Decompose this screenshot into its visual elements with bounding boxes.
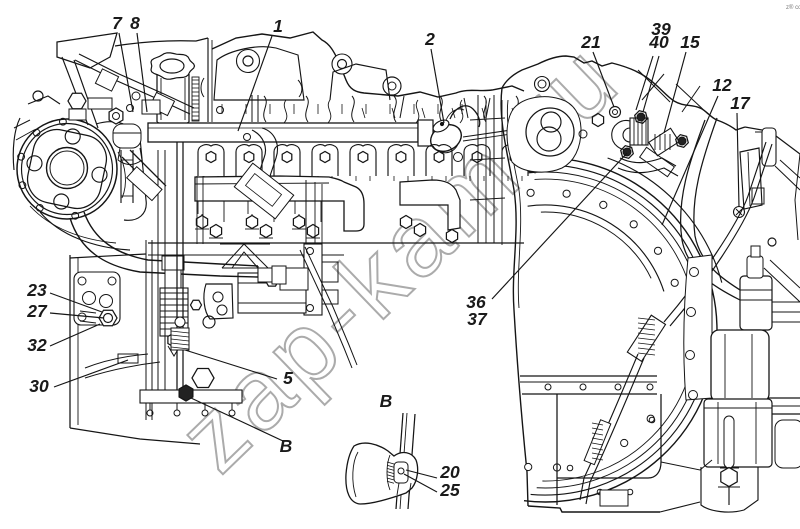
svg-text:12: 12 xyxy=(712,75,732,95)
svg-text:25: 25 xyxy=(439,480,460,500)
svg-text:20: 20 xyxy=(439,462,460,482)
svg-text:32: 32 xyxy=(27,335,47,355)
svg-text:B: B xyxy=(380,391,393,411)
svg-text:27: 27 xyxy=(26,301,48,321)
svg-text:B: B xyxy=(280,436,293,456)
svg-text:40: 40 xyxy=(648,32,669,52)
svg-text:23: 23 xyxy=(26,280,47,300)
svg-text:1: 1 xyxy=(273,16,283,36)
svg-text:37: 37 xyxy=(467,309,488,329)
svg-text:5: 5 xyxy=(283,368,293,388)
svg-text:2: 2 xyxy=(424,29,435,49)
svg-text:30: 30 xyxy=(29,376,49,396)
svg-text:36: 36 xyxy=(466,292,486,312)
svg-text:z® com: z® com xyxy=(786,4,800,11)
svg-text:8: 8 xyxy=(130,13,140,33)
svg-text:21: 21 xyxy=(580,32,600,52)
svg-text:17: 17 xyxy=(730,93,751,113)
svg-text:7: 7 xyxy=(112,13,123,33)
svg-text:15: 15 xyxy=(680,32,700,52)
svg-text:39: 39 xyxy=(651,19,671,39)
